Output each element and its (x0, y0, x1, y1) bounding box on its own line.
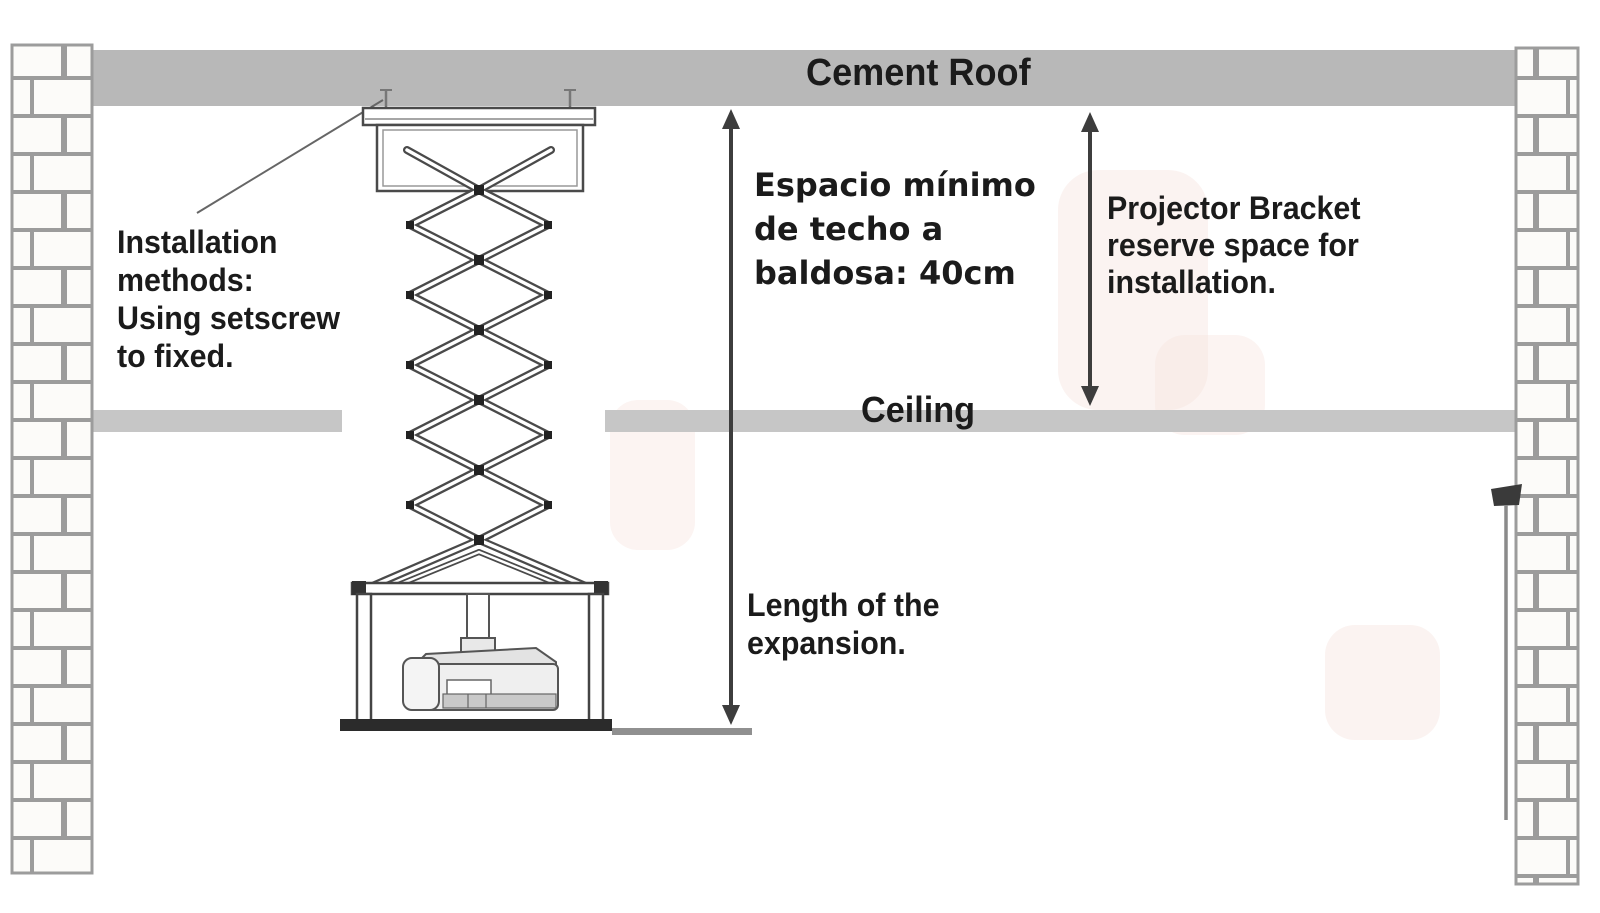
expansion-length-note-line: Length of the (747, 587, 940, 623)
expansion-length-note-line: expansion. (747, 625, 906, 661)
expansion-length-note: Length of the expansion. (747, 586, 939, 662)
brick-wall-left (10, 43, 94, 875)
projector-bracket-note-line: installation. (1107, 264, 1276, 300)
minimum-space-note-line: de techo a (754, 210, 944, 248)
minimum-space-note-line: baldosa: 40cm (754, 254, 1016, 292)
ceiling-label: Ceiling (861, 389, 976, 430)
projector-bracket-note: Projector Bracket reserve space for inst… (1107, 190, 1360, 301)
scissor-pivot-pins (406, 185, 552, 545)
scissor-mechanism (366, 146, 592, 591)
wall-anchor-wedge (1491, 484, 1522, 820)
expansion-length-double-arrow (722, 109, 740, 725)
installation-note-line: to fixed. (117, 338, 234, 374)
ceiling-band-right (605, 410, 1518, 432)
installation-note-line: Using setscrew (117, 300, 341, 336)
minimum-space-note: Espacio mínimo de techo a baldosa: 40cm (754, 163, 1036, 295)
projector-lift-bracket (361, 89, 597, 193)
installation-methods-note: Installation methods: Using setscrew to … (117, 223, 340, 375)
installation-note-line: Installation (117, 224, 278, 260)
cement-roof-band (92, 50, 1518, 106)
projector-bracket-note-line: reserve space for (1107, 227, 1359, 263)
cement-roof-label: Cement Roof (806, 52, 1031, 94)
installation-note-line: methods: (117, 262, 254, 298)
cage-base-plate (340, 719, 612, 731)
setscrew-pointer-line (196, 99, 384, 214)
expansion-baseline (612, 728, 752, 735)
reserve-space-double-arrow (1081, 112, 1099, 406)
minimum-space-note-line: Espacio mínimo (754, 166, 1036, 204)
projector (402, 593, 559, 711)
projector-bracket-note-line: Projector Bracket (1107, 190, 1361, 226)
brick-wall-right (1514, 46, 1580, 886)
background-tint-patches (610, 170, 1440, 740)
ceiling-band-left (92, 410, 342, 432)
